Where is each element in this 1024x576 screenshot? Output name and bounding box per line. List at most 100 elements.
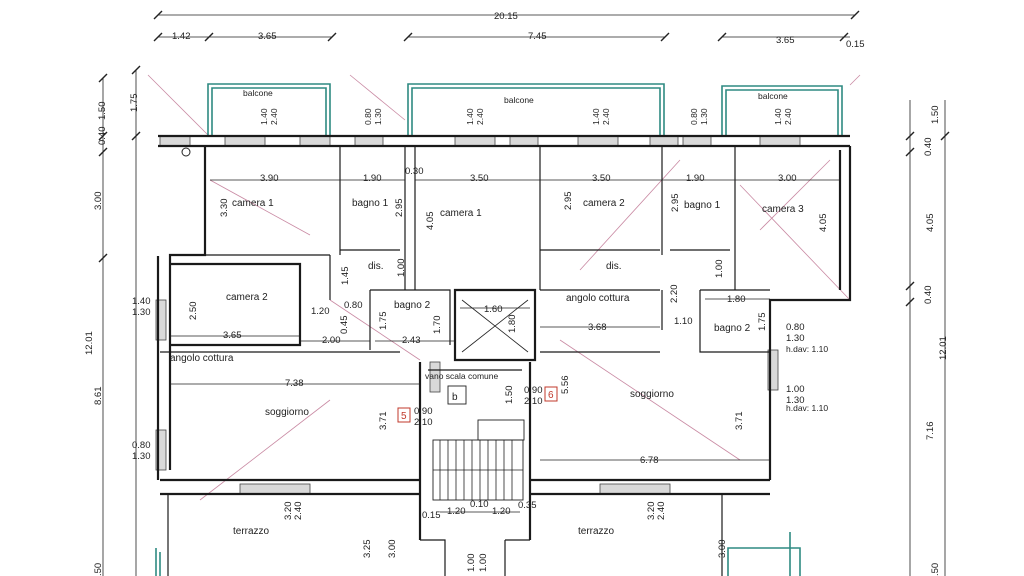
svg-text:1.90: 1.90 [686, 173, 705, 184]
svg-text:3.00: 3.00 [387, 540, 398, 559]
room-terrazzo-left: terrazzo [233, 526, 270, 537]
staircase: b [432, 299, 529, 501]
svg-text:3.90: 3.90 [260, 173, 279, 184]
svg-text:0.80: 0.80 [786, 322, 805, 333]
right-dim-a: 1.50 [930, 106, 941, 125]
svg-text:h.dav: 1.10: h.dav: 1.10 [786, 403, 828, 413]
left-dim-b: 1.75 [129, 94, 140, 113]
svg-text:3.50: 3.50 [470, 173, 489, 184]
svg-text:2.95: 2.95 [563, 192, 574, 211]
top-dimensions: 20.15 1.42 3.65 7.45 3.65 0.15 [153, 10, 865, 50]
room-soggiorno-left: soggiorno [265, 407, 309, 418]
room-camera-3: camera 3 [762, 204, 804, 215]
room-camera-2-left: camera 2 [226, 292, 268, 303]
top-dim-3: 7.45 [528, 31, 547, 42]
svg-text:0.10: 0.10 [470, 499, 489, 510]
svg-text:1.30: 1.30 [373, 108, 383, 125]
svg-text:0.80: 0.80 [132, 440, 151, 451]
svg-text:1.60: 1.60 [484, 304, 503, 315]
svg-text:3.50: 3.50 [592, 173, 611, 184]
balconies: balcone balcone balcone [155, 83, 843, 576]
svg-text:2.10: 2.10 [414, 417, 433, 428]
window-dims: 1.40 2.40 0.80 1.30 1.40 2.40 1.40 2.40 … [259, 108, 793, 125]
room-dims-horizontal: 3.90 1.90 0.30 3.50 3.50 1.90 3.00 1.40 … [132, 166, 840, 521]
top-dim-5: 0.15 [846, 39, 865, 50]
svg-text:1.00: 1.00 [396, 259, 407, 278]
svg-text:0.30: 0.30 [405, 166, 424, 177]
svg-text:h.dav: 1.10: h.dav: 1.10 [786, 344, 828, 354]
top-dim-4: 3.65 [776, 35, 795, 46]
svg-text:0.15: 0.15 [422, 510, 441, 521]
room-bagno-1-right: bagno 1 [684, 200, 721, 211]
svg-text:1.50: 1.50 [504, 386, 515, 405]
svg-text:1.00: 1.00 [478, 554, 489, 573]
svg-text:3.25: 3.25 [362, 540, 373, 559]
svg-text:3.68: 3.68 [588, 322, 607, 333]
room-bagno-2-left: bagno 2 [394, 300, 431, 311]
room-dis-left: dis. [368, 261, 384, 272]
svg-text:1.70: 1.70 [432, 316, 443, 335]
room-camera-1-left: camera 1 [232, 198, 274, 209]
svg-text:3.30: 3.30 [219, 199, 230, 218]
room-camera-1-mid: camera 1 [440, 208, 482, 219]
svg-text:7.38: 7.38 [285, 378, 304, 389]
b-label: b [452, 392, 458, 403]
left-dim-f: 8.61 [93, 387, 104, 406]
svg-text:3.00: 3.00 [717, 540, 728, 559]
svg-text:1.45: 1.45 [340, 267, 351, 286]
svg-text:3.20: 3.20 [283, 502, 294, 521]
left-dim-c: 0.40 [97, 127, 108, 146]
right-dim-f: 7.16 [925, 422, 936, 441]
balcony-left-label: balcone [243, 88, 273, 98]
svg-text:2.20: 2.20 [669, 285, 680, 304]
svg-text:0.35: 0.35 [518, 500, 537, 511]
overall-width-label: 20.15 [494, 11, 518, 22]
room-angolo-cottura-left: angolo cottura [170, 353, 234, 364]
svg-text:1.30: 1.30 [699, 108, 709, 125]
svg-text:1.75: 1.75 [757, 313, 768, 332]
svg-text:0.80: 0.80 [689, 108, 699, 125]
room-bagno-2-right: bagno 2 [714, 323, 751, 334]
svg-text:2.40: 2.40 [656, 502, 667, 521]
svg-text:1.40: 1.40 [465, 108, 475, 125]
room-terrazzo-right: terrazzo [578, 526, 615, 537]
svg-text:1.30: 1.30 [132, 451, 151, 462]
room-angolo-cottura-right: angolo cottura [566, 293, 630, 304]
right-dimensions: 1.50 0.40 4.05 0.40 12.01 7.16 .50 [905, 100, 950, 576]
right-dim-d: 0.40 [923, 286, 934, 305]
room-vano-scala: vano scala comune [425, 371, 499, 381]
svg-text:2.40: 2.40 [475, 108, 485, 125]
room-bagno-1-left: bagno 1 [352, 198, 389, 209]
balcony-right-label: balcone [758, 91, 788, 101]
svg-text:2.40: 2.40 [293, 502, 304, 521]
svg-text:1.40: 1.40 [132, 296, 151, 307]
svg-text:3.71: 3.71 [734, 412, 745, 431]
svg-text:1.40: 1.40 [773, 108, 783, 125]
svg-text:2.40: 2.40 [783, 108, 793, 125]
unit-marker-6: 6 [548, 390, 554, 401]
svg-text:0.90: 0.90 [524, 385, 543, 396]
left-dim-a: 1.50 [97, 102, 108, 121]
svg-text:2.10: 2.10 [524, 396, 543, 407]
right-dim-e: 12.01 [938, 336, 949, 360]
room-soggiorno-right: soggiorno [630, 389, 674, 400]
svg-text:1.30: 1.30 [786, 395, 805, 406]
svg-text:1.75: 1.75 [378, 312, 389, 331]
right-dim-c: 4.05 [925, 214, 936, 233]
svg-text:2.95: 2.95 [394, 199, 405, 218]
room-labels: camera 1 bagno 1 camera 1 camera 2 bagno… [170, 198, 804, 537]
svg-text:2.43: 2.43 [402, 335, 421, 346]
svg-text:3.71: 3.71 [378, 412, 389, 431]
unit-markers: 5 6 [397, 386, 558, 423]
left-dim-e: 12.01 [84, 331, 95, 355]
right-dim-g: .50 [930, 563, 941, 576]
svg-text:2.00: 2.00 [322, 335, 341, 346]
left-dim-g: .50 [93, 563, 104, 576]
construction-diagonals [147, 74, 861, 501]
room-dis-right: dis. [606, 261, 622, 272]
svg-text:1.80: 1.80 [507, 315, 518, 334]
svg-text:3.65: 3.65 [223, 330, 242, 341]
left-dimensions: 1.50 1.75 0.40 3.00 12.01 8.61 .50 [84, 65, 141, 576]
svg-text:0.80: 0.80 [344, 300, 363, 311]
walls [156, 134, 852, 576]
